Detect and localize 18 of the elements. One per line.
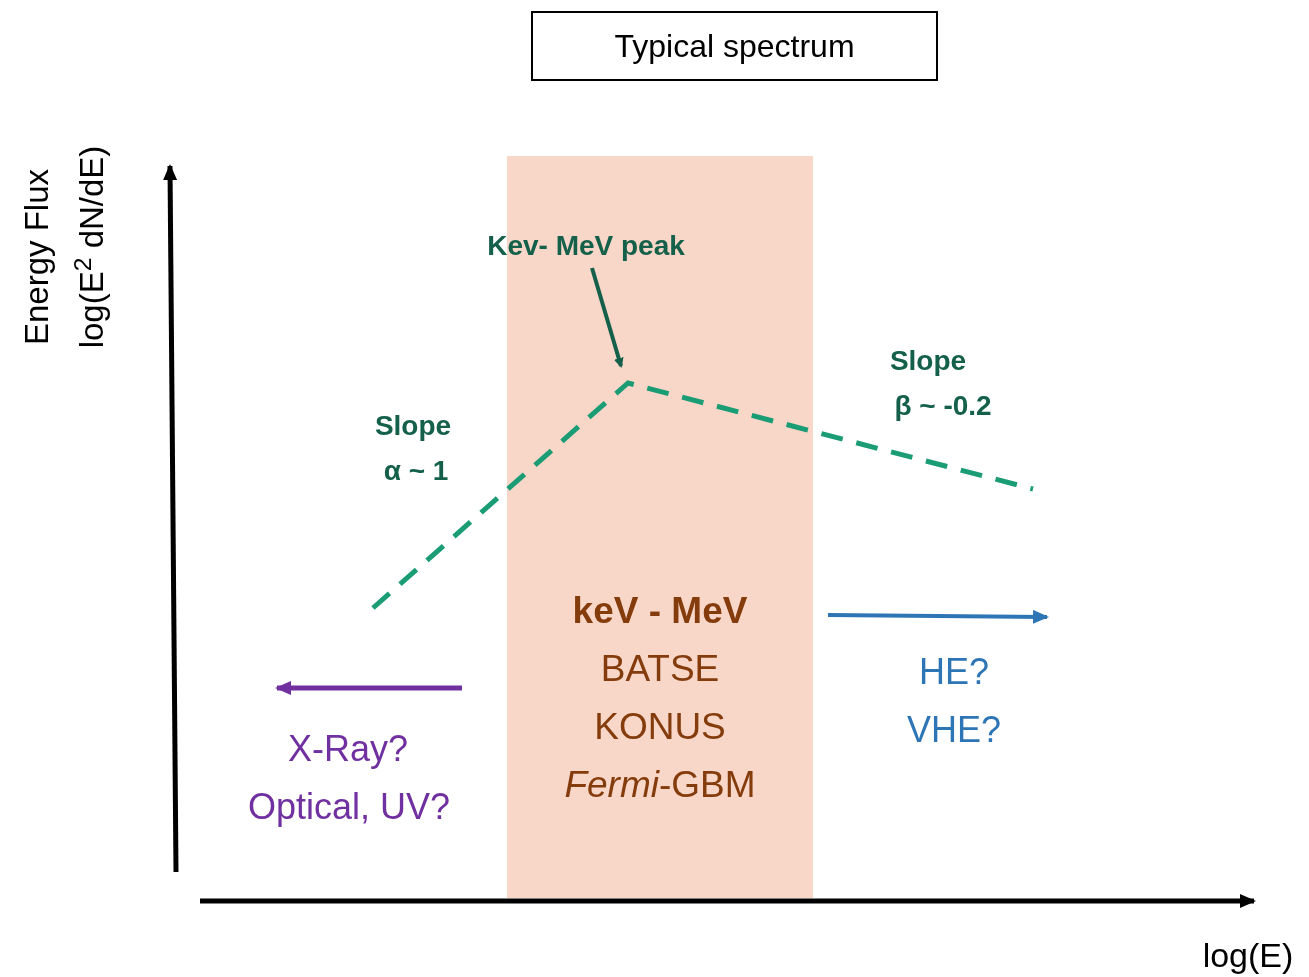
title-text: Typical spectrum bbox=[614, 27, 855, 66]
band-heading: keV - MeV bbox=[572, 589, 748, 633]
peak-label: Kev- MeV peak bbox=[487, 229, 685, 263]
text-label: VHE? bbox=[907, 708, 1001, 752]
instrument-name: BATSE bbox=[600, 647, 720, 691]
text-label: β ~ -0.2 bbox=[894, 389, 992, 423]
arrow bbox=[590, 267, 624, 368]
text-label: X-Ray? bbox=[288, 727, 408, 771]
instrument-name: KONUS bbox=[594, 705, 726, 749]
text-label: Slope bbox=[374, 409, 452, 443]
text-label: Slope bbox=[889, 344, 967, 378]
text-label: α ~ 1 bbox=[383, 454, 449, 488]
title-box bbox=[531, 11, 938, 81]
text-label: HE? bbox=[919, 650, 989, 694]
text-label: Optical, UV? bbox=[247, 785, 451, 829]
instrument-name: Fermi-GBM bbox=[564, 763, 756, 807]
axis-label: Energy Flux bbox=[17, 168, 57, 346]
text-label: log(E) bbox=[1202, 934, 1294, 976]
